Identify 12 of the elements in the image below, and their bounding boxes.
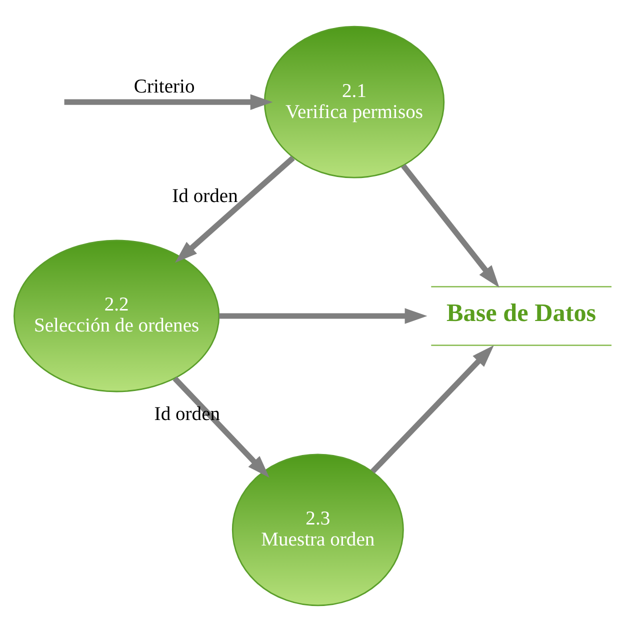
edge-label: Id orden xyxy=(172,186,238,207)
node-text: Base de Datos xyxy=(446,299,596,326)
arrow xyxy=(219,308,428,324)
arrow xyxy=(175,155,295,262)
arrow xyxy=(172,376,270,478)
arrow xyxy=(64,94,273,110)
node-ellipse: 2.1 Verifica permisos xyxy=(264,25,445,178)
edge-label: Id orden xyxy=(154,403,220,424)
arrow xyxy=(370,344,494,474)
edge-label: Criterio xyxy=(134,76,195,98)
node-ellipse: 2.3 Muestra orden xyxy=(232,453,404,606)
arrow xyxy=(401,163,500,288)
